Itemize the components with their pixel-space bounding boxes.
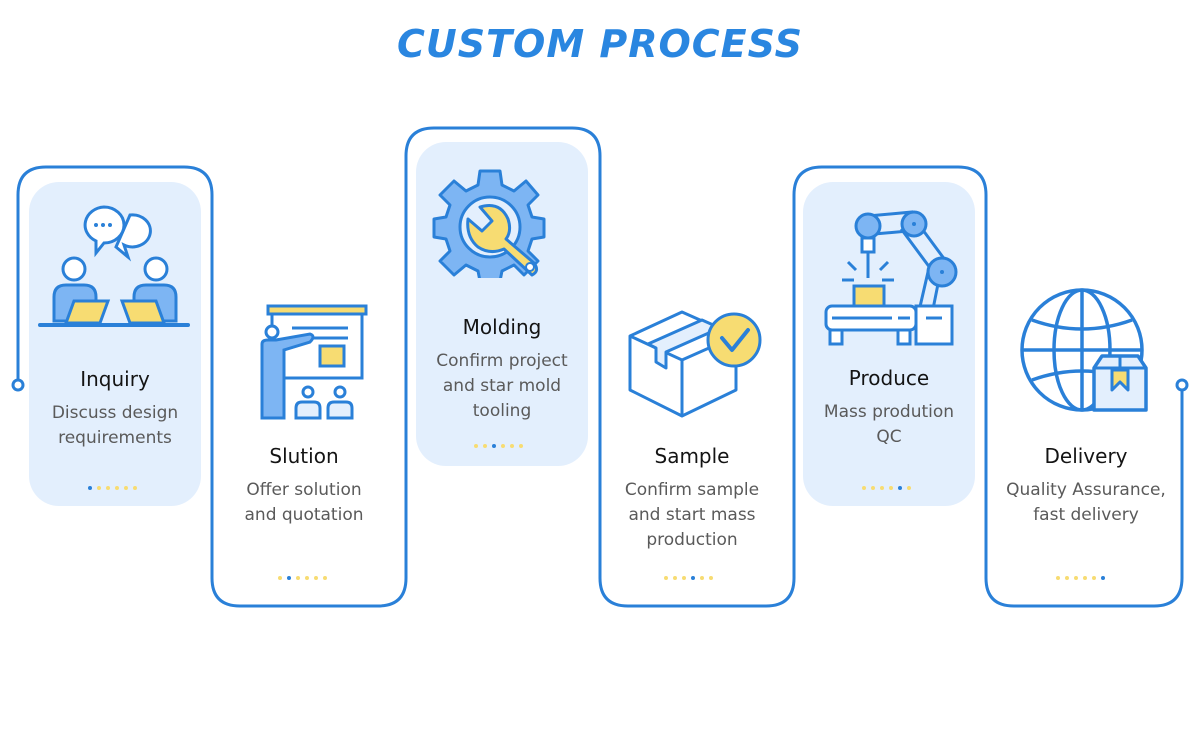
step-description: Offer solution and quotation [218, 478, 390, 528]
step-dot [510, 444, 514, 448]
step-dots [862, 486, 911, 490]
globe-package-icon [1020, 288, 1148, 412]
step-dot [106, 486, 110, 490]
desc-line: Confirm sample [624, 480, 760, 500]
step-dot [124, 486, 128, 490]
step-molding: Molding Confirm project and star mold to… [416, 315, 588, 424]
step-slution: Slution Offer solution and quotation [218, 444, 390, 528]
step-dots [278, 576, 327, 580]
step-dot [1065, 576, 1069, 580]
desc-line: QC [876, 427, 902, 447]
desc-line: and star mold [442, 376, 562, 396]
step-title: Slution [269, 444, 339, 468]
step-dot [664, 576, 668, 580]
step-dot [278, 576, 282, 580]
meeting-icon [38, 205, 190, 327]
desc-line: Offer solution [246, 480, 362, 500]
step-title: Molding [462, 315, 542, 339]
step-dot [1092, 576, 1096, 580]
active-step-dot [287, 576, 291, 580]
step-dot [483, 444, 487, 448]
step-dot [115, 486, 119, 490]
step-description: Mass prodution QC [803, 400, 975, 450]
desc-line: Confirm project [436, 351, 568, 371]
desc-line: requirements [58, 428, 172, 448]
desc-line: and start mass [628, 505, 756, 525]
step-dot [862, 486, 866, 490]
step-dot [682, 576, 686, 580]
active-step-dot [1101, 576, 1105, 580]
step-dot [305, 576, 309, 580]
step-dot [314, 576, 318, 580]
step-dot [880, 486, 884, 490]
step-inquiry: Inquiry Discuss design requirements [29, 367, 201, 451]
flow-start-node [11, 378, 25, 392]
step-dot [519, 444, 523, 448]
step-dot [709, 576, 713, 580]
step-dots [88, 486, 137, 490]
active-step-dot [492, 444, 496, 448]
step-description: Confirm sample and start mass production [606, 478, 778, 553]
flow-end-node [1175, 378, 1189, 392]
step-sample: Sample Confirm sample and start mass pro… [606, 444, 778, 553]
step-dots [474, 444, 523, 448]
desc-line: and quotation [244, 505, 364, 525]
desc-line: tooling [472, 401, 532, 421]
step-description: Confirm project and star mold tooling [416, 349, 588, 424]
page-title: CUSTOM PROCESS [396, 22, 804, 66]
step-dot [296, 576, 300, 580]
step-dot [474, 444, 478, 448]
step-dot [673, 576, 677, 580]
step-dot [323, 576, 327, 580]
active-step-dot [691, 576, 695, 580]
step-dot [907, 486, 911, 490]
desc-line: Quality Assurance, [1006, 480, 1166, 500]
step-dot [501, 444, 505, 448]
step-title: Sample [654, 444, 730, 468]
robot-arm-icon [824, 210, 958, 346]
step-description: Discuss design requirements [29, 401, 201, 451]
box-check-icon [628, 310, 762, 418]
desc-line: Discuss design [51, 403, 179, 423]
step-produce: Produce Mass prodution QC [803, 366, 975, 450]
active-step-dot [898, 486, 902, 490]
step-dot [1074, 576, 1078, 580]
step-dots [664, 576, 713, 580]
step-dot [700, 576, 704, 580]
step-dot [871, 486, 875, 490]
step-dots [1056, 576, 1105, 580]
step-delivery: Delivery Quality Assurance, fast deliver… [992, 444, 1180, 528]
step-dot [133, 486, 137, 490]
desc-line: Mass prodution [823, 402, 955, 422]
desc-line: fast delivery [1033, 505, 1139, 525]
step-title: Inquiry [80, 367, 150, 391]
step-dot [1083, 576, 1087, 580]
step-title: Delivery [1044, 444, 1128, 468]
step-dot [97, 486, 101, 490]
step-title: Produce [848, 366, 930, 390]
step-dot [889, 486, 893, 490]
gear-wrench-icon [432, 169, 546, 278]
step-description: Quality Assurance, fast delivery [992, 478, 1180, 528]
presentation-icon [260, 304, 368, 420]
active-step-dot [88, 486, 92, 490]
desc-line: production [646, 530, 738, 550]
step-dot [1056, 576, 1060, 580]
